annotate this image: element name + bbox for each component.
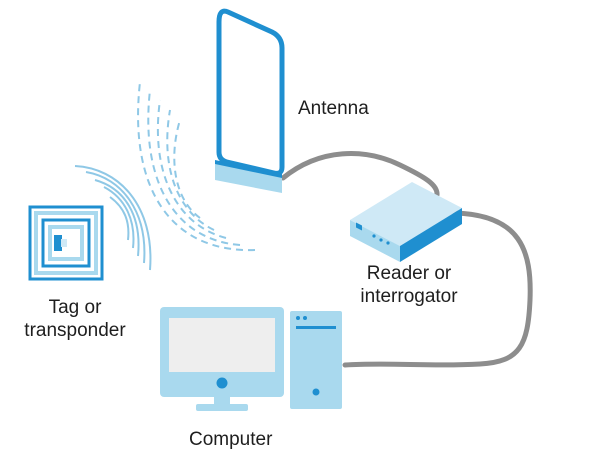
antenna-panel (216, 8, 285, 176)
antenna-base (215, 163, 282, 193)
tag (28, 205, 104, 281)
tag-label: Tag or transponder (0, 296, 150, 342)
tower-power-button (312, 388, 320, 396)
monitor-stand (196, 404, 248, 411)
antenna-to-reader-cable (280, 151, 440, 198)
tag-label-line-2: transponder (24, 320, 126, 341)
tower-case (290, 311, 342, 409)
tower-drive-slot (296, 326, 336, 329)
reader-led (386, 241, 390, 245)
reader-side (400, 208, 462, 262)
antenna-label: Antenna (298, 98, 369, 119)
antenna-radio-waves (137, 81, 256, 252)
reader-label-line-1: Reader or (366, 263, 452, 284)
computer-label: Computer (189, 429, 273, 450)
antenna (215, 8, 285, 193)
monitor-neck (214, 397, 230, 405)
reader-label: Reader or interrogator (334, 262, 484, 308)
computer-tower (290, 311, 342, 409)
reader-to-computer-cable (342, 210, 533, 368)
reader-led (372, 234, 376, 238)
reader-led (379, 238, 383, 242)
tag-radio-waves (74, 165, 152, 271)
tag-chip (54, 235, 62, 251)
tag-label-line-1: Tag or (48, 297, 102, 318)
reader-device (350, 182, 462, 262)
monitor-screen (169, 318, 275, 372)
reader-top (350, 182, 462, 246)
reader-front (350, 220, 400, 262)
cables (280, 151, 533, 368)
computer-monitor (160, 307, 284, 411)
reader-label-line-2: interrogator (360, 286, 458, 307)
reader-port (356, 222, 362, 231)
monitor-power-dot (216, 377, 228, 389)
